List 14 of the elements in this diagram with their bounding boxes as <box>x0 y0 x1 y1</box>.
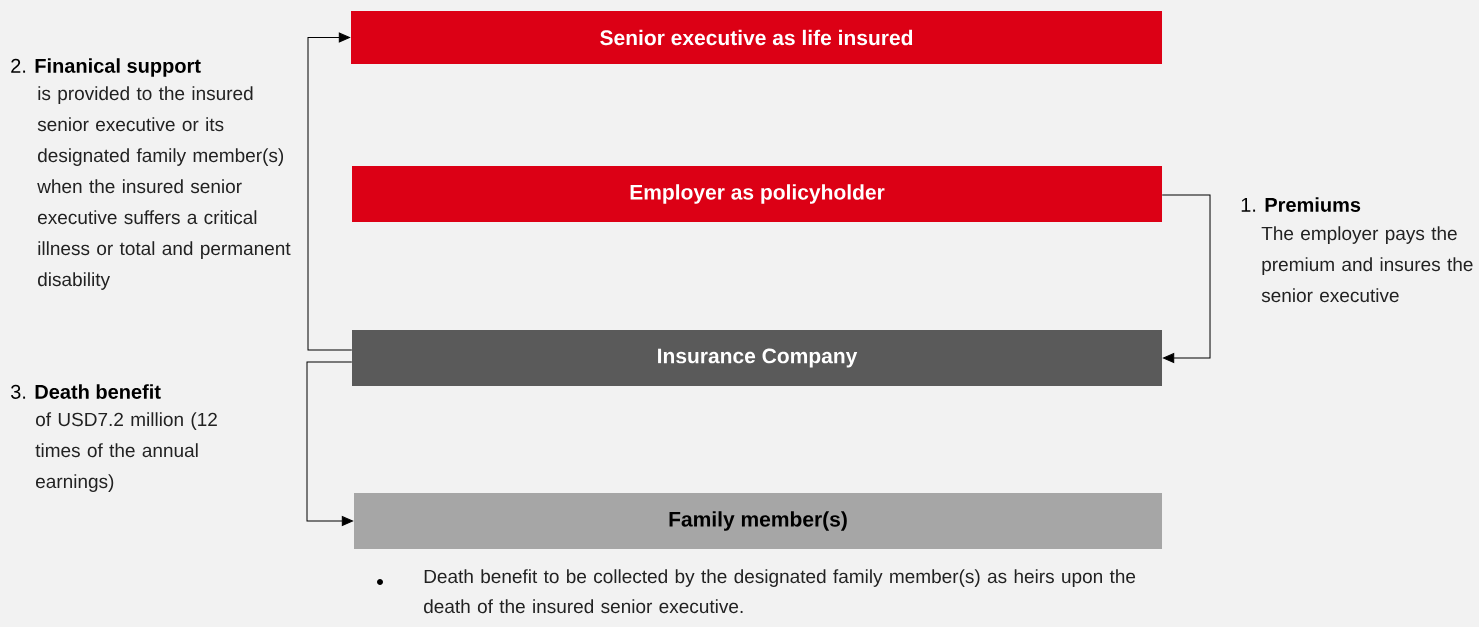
arrow <box>1161 194 1211 363</box>
flow-box: Family member(s) <box>354 493 1162 549</box>
flow-box: Insurance Company <box>352 330 1162 386</box>
step-heading: 1. Premiums <box>1241 197 1361 212</box>
note-text: Death benefit to be collected by the designated family member(s) as heirs upon the death of the insured senior executive. <box>424 569 1136 614</box>
arrow <box>306 361 353 526</box>
step-text: The employer pays the premium and insures the senior executive <box>1261 226 1473 303</box>
step-text: is provided to the insured senior executive or its designated family member(s) when the insured senior executive suffers a critical illness or total and permanent disability <box>37 86 291 290</box>
step-heading: 2. Finanical support <box>11 58 201 77</box>
step-text: of USD7.2 million (12 times of the annual earnings) <box>35 412 217 492</box>
arrow <box>307 32 353 351</box>
step-heading: 3. Death benefit <box>10 384 161 399</box>
flow-box: Senior executive as life insured <box>351 11 1162 64</box>
flow-box: Employer as policyholder <box>352 166 1162 222</box>
